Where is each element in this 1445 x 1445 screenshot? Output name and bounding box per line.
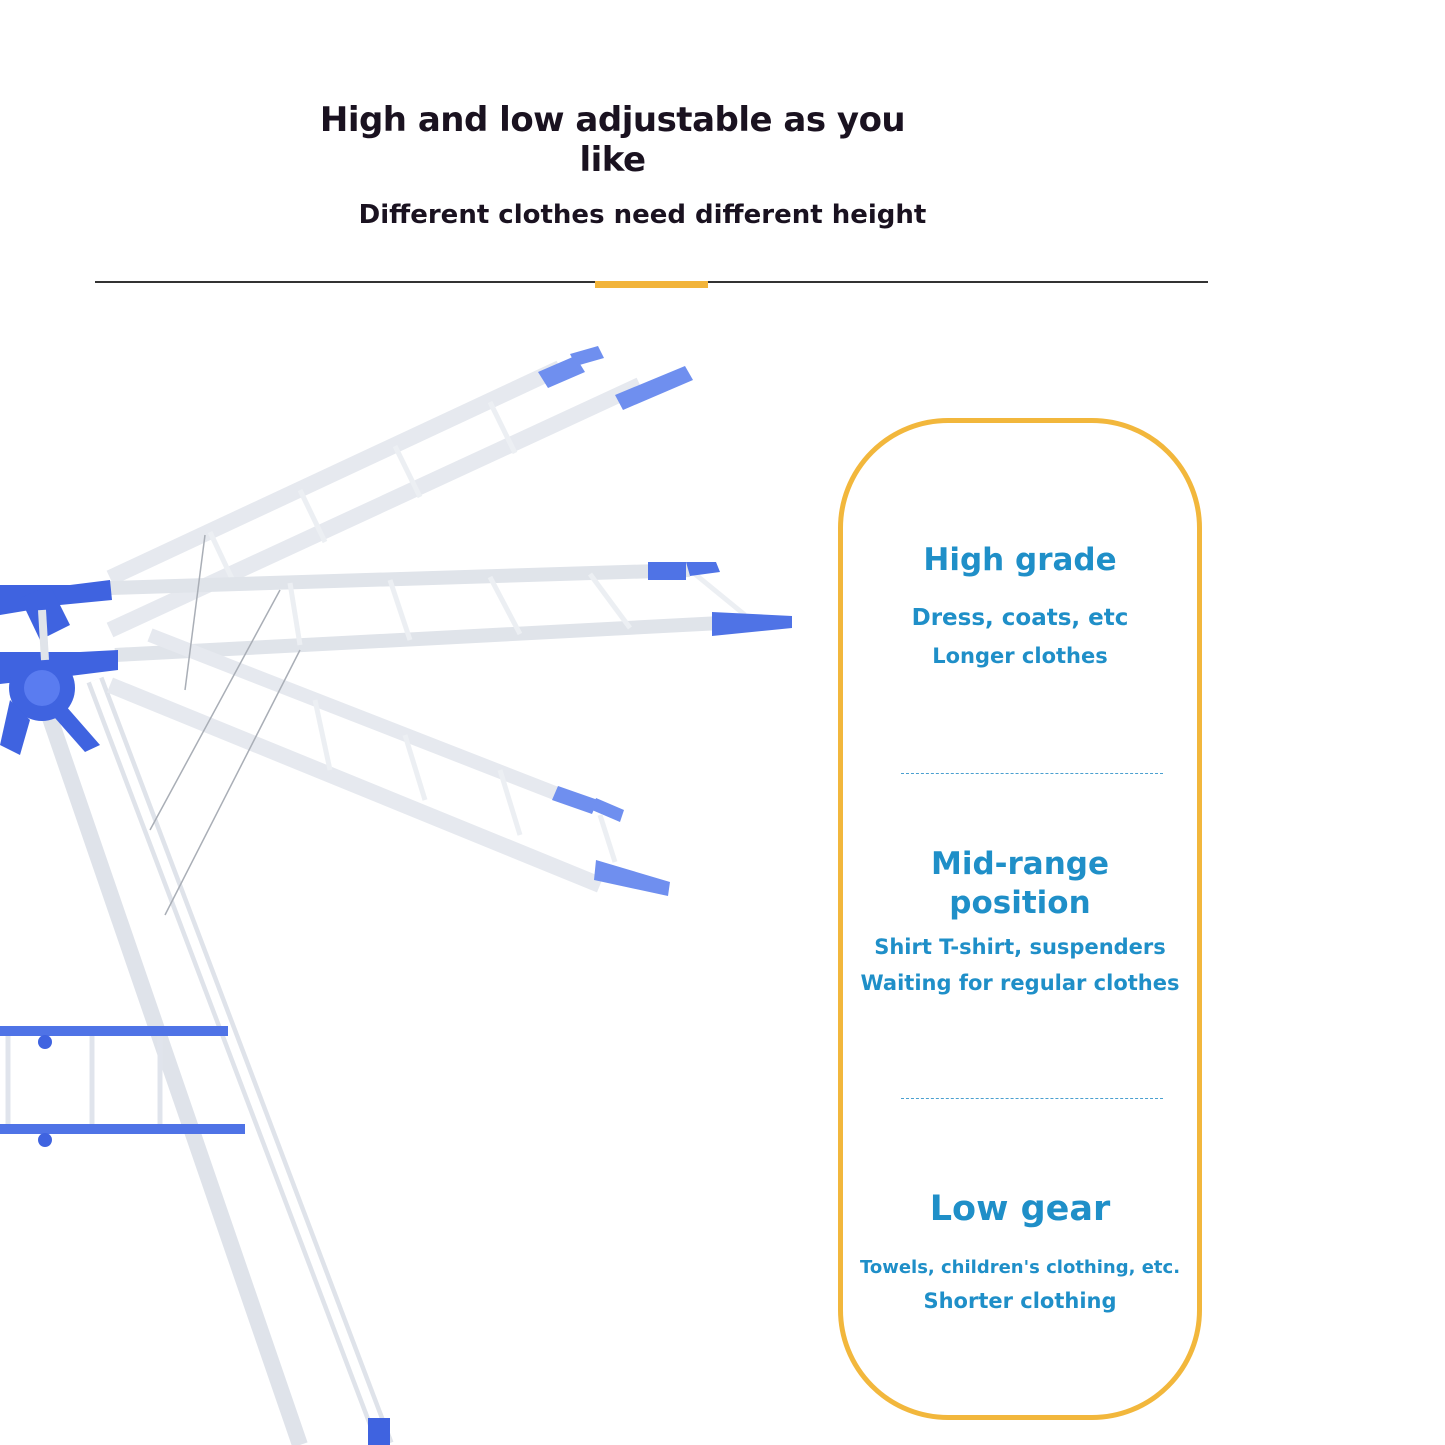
page-title: High and low adjustable as you like: [319, 100, 906, 180]
low-gear-line2: Shorter clothing: [923, 1289, 1117, 1314]
high-grade-heading: High grade: [923, 542, 1117, 578]
support-wires: [149, 534, 301, 916]
mid-range-line1: Shirt T-shirt, suspenders: [874, 934, 1166, 959]
low-gear-heading: Low gear: [929, 1189, 1111, 1229]
height-levels-card: High grade Dress, coats, etc Longer clot…: [838, 418, 1202, 1420]
mid-range-line2: Waiting for regular clothes: [860, 971, 1180, 996]
header-divider-accent: [595, 281, 708, 288]
section-divider: [901, 773, 1163, 774]
high-grade-line2: Longer clothes: [932, 644, 1108, 668]
page-subtitle: Different clothes need different height: [358, 200, 927, 230]
rack-hub: [0, 580, 118, 755]
drying-rack-illustration: [0, 346, 792, 1445]
high-grade-line1: Dress, coats, etc: [911, 604, 1129, 631]
mid-range-section: Mid-range position Shirt T-shirt, suspen…: [843, 845, 1197, 1002]
rack-legs: [22, 657, 394, 1445]
mid-range-heading-line2: position: [949, 884, 1091, 921]
low-gear-line1: Towels, children's clothing, etc.: [859, 1256, 1181, 1278]
lower-shelf: [0, 1026, 245, 1147]
wing-middle: [109, 562, 792, 662]
section-divider: [901, 1098, 1163, 1099]
wing-lower: [106, 628, 670, 896]
high-grade-section: High grade Dress, coats, etc Longer clot…: [843, 541, 1197, 675]
mid-range-heading-line1: Mid-range: [930, 846, 1110, 882]
low-gear-section: Low gear Towels, children's clothing, et…: [843, 1188, 1197, 1320]
